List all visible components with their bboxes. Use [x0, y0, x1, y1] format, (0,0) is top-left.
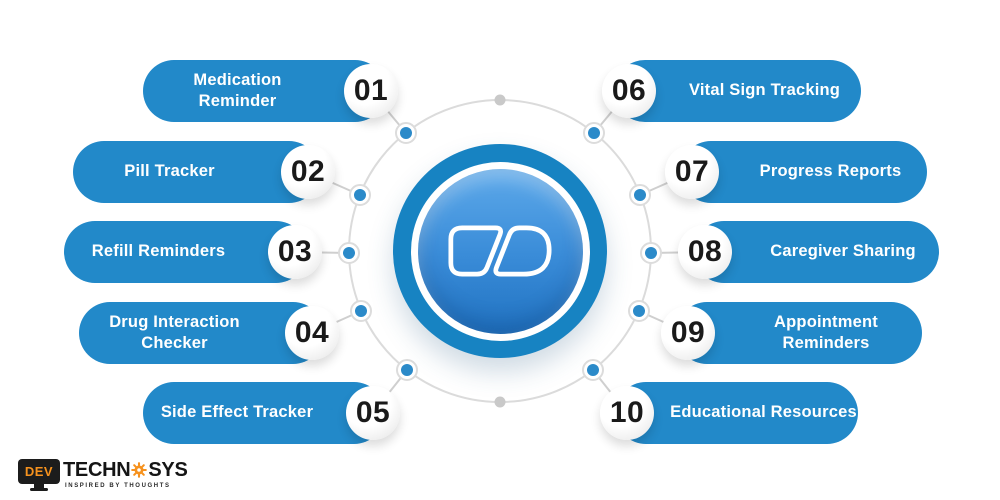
- feature-04-label: Drug Interaction Checker: [109, 312, 240, 352]
- app-logo-emblem: [393, 144, 607, 358]
- brand-tagline: INSPIRED BY THOUGHTS: [65, 483, 171, 489]
- feature-08-pill: Caregiver Sharing: [693, 221, 939, 283]
- feature-03-label: Refill Reminders: [91, 242, 226, 261]
- feature-07-pill: Progress Reports: [680, 141, 927, 203]
- capsule-pill-icon: [448, 225, 552, 277]
- feature-10-pill: Educational Resources: [615, 382, 858, 444]
- feature-01-label: Medication Reminder: [193, 70, 282, 110]
- emblem-core: [417, 168, 583, 334]
- feature-02-number-badge: 02: [281, 145, 335, 199]
- feature-10-label: Educational Resources: [670, 403, 857, 422]
- feature-04-pill: Drug Interaction Checker: [79, 302, 324, 364]
- feature-03-number-badge: 03: [268, 225, 322, 279]
- feature-05-number-badge: 05: [346, 386, 400, 440]
- feature-06-number-badge: 06: [602, 64, 656, 118]
- feature-02-pill: Pill Tracker: [73, 141, 320, 203]
- feature-05-pill: Side Effect Tracker: [143, 382, 385, 444]
- feature-09-label: Appointment Reminders: [774, 312, 878, 352]
- feature-04-number-badge: 04: [285, 306, 339, 360]
- feature-09-number-badge: 09: [661, 306, 715, 360]
- gear-icon: [131, 462, 148, 478]
- monitor-icon: DEV: [18, 459, 60, 491]
- feature-08-number-badge: 08: [678, 225, 732, 279]
- dev-technosys-logo: DEV TECHN: [18, 459, 188, 491]
- feature-03-pill: Refill Reminders: [64, 221, 307, 283]
- feature-09-pill: Appointment Reminders: [676, 302, 922, 364]
- feature-01-number-badge: 01: [344, 64, 398, 118]
- brand-name: TECHN SYS: [63, 458, 188, 481]
- emblem-white-ring: [410, 161, 590, 341]
- feature-06-label: Vital Sign Tracking: [688, 81, 841, 100]
- feature-05-label: Side Effect Tracker: [160, 403, 314, 422]
- node-dots: [338, 122, 662, 381]
- feature-08-label: Caregiver Sharing: [770, 242, 916, 261]
- feature-07-number-badge: 07: [665, 145, 719, 199]
- feature-07-label: Progress Reports: [759, 162, 902, 181]
- feature-10-number-badge: 10: [600, 386, 654, 440]
- ring-tick-dots: [494, 94, 506, 408]
- feature-02-label: Pill Tracker: [124, 162, 215, 181]
